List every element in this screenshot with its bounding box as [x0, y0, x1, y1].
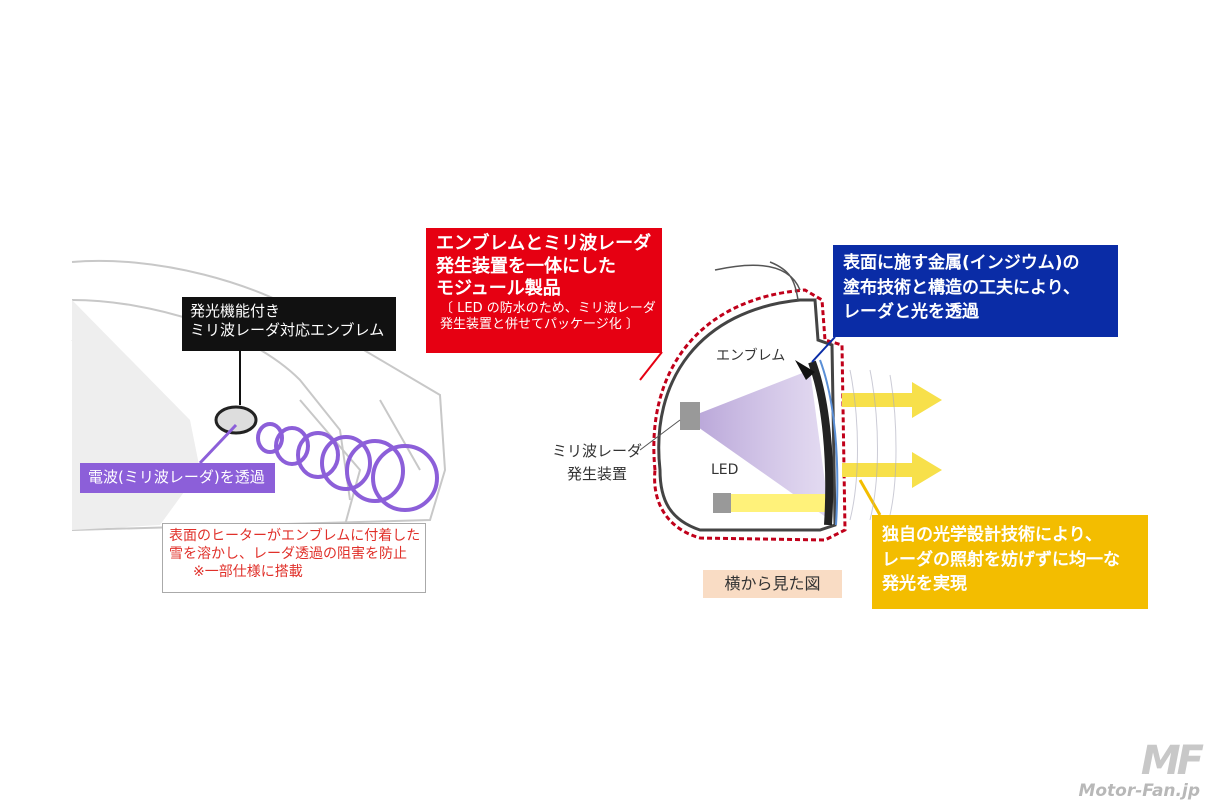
optical-design-callout: 独自の光学設計技術により、 レーダの照射を妨げずに均一な 発光を実現: [872, 515, 1148, 609]
callout-line: 発光機能付き: [190, 302, 281, 320]
label-line: ミリ波レーダ: [552, 442, 643, 460]
module-boundary: [652, 288, 847, 542]
logo-mark: MF: [1140, 738, 1204, 784]
sub-line: 発生装置と併せてパッケージ化 〕: [440, 317, 639, 333]
emblem-label: エンブレム: [716, 348, 786, 364]
heater-note: 表面のヒーターがエンブレムに付着した 雪を溶かし、レーダ透過の阻害を防止 ※一部…: [162, 523, 426, 593]
led-light: [731, 494, 826, 512]
led-label: LED: [711, 462, 739, 478]
title-line: モジュール製品: [436, 278, 561, 299]
metal-coating-callout: 表面に施す金属(インジウム)の 塗布技術と構造の工夫により、 レーダと光を透過: [833, 245, 1118, 337]
title-line: 発生装置を一体にした: [436, 255, 616, 277]
callout-line: 独自の光学設計技術により、: [882, 525, 1102, 545]
note-line: 雪を溶かし、レーダ透過の阻害を防止: [169, 546, 407, 563]
motor-fan-logo: MF Motor-Fan.jp: [1078, 738, 1204, 801]
callout-line: ミリ波レーダ対応エンブレム: [190, 320, 385, 339]
emblem-plate: [808, 360, 834, 526]
title-line: エンブレムとミリ波レーダ: [436, 233, 652, 254]
module-callout: エンブレムとミリ波レーダ 発生装置を一体にした モジュール製品 〔 LED の防…: [426, 228, 662, 353]
callout-line: レーダと光を透過: [843, 302, 979, 323]
radar-device-label: ミリ波レーダ 発生装置: [552, 440, 642, 485]
radar-device: [680, 402, 700, 430]
sub-line: 〔 LED の防水のため、ミリ波レーダ: [440, 300, 656, 316]
callout-line: 表面に施す金属(インジウム)の: [843, 253, 1080, 273]
logo-text: Motor-Fan.jp: [1078, 781, 1200, 801]
radar-transmission-label: 電波(ミリ波レーダ)を透過: [80, 463, 275, 493]
callout-line: レーダの照射を妨げずに均一な: [882, 549, 1120, 570]
side-view-caption: 横から見た図: [703, 570, 842, 598]
emblem-callout: 発光機能付き ミリ波レーダ対応エンブレム: [182, 297, 396, 351]
car-body-shade: [72, 300, 200, 530]
label-line: 発生装置: [567, 464, 628, 483]
radar-wave-rings: [256, 422, 439, 512]
emblem-icon: [214, 405, 258, 435]
callout-line: 塗布技術と構造の工夫により、: [843, 277, 1080, 298]
label-text: 電波(ミリ波レーダ)を透過: [88, 468, 265, 486]
note-line: ※一部仕様に搭載: [193, 564, 303, 581]
led-device: [713, 493, 731, 513]
radar-beam: [695, 370, 830, 520]
note-line: 表面のヒーターがエンブレムに付着した: [169, 528, 421, 544]
callout-line: 発光を実現: [882, 574, 967, 595]
